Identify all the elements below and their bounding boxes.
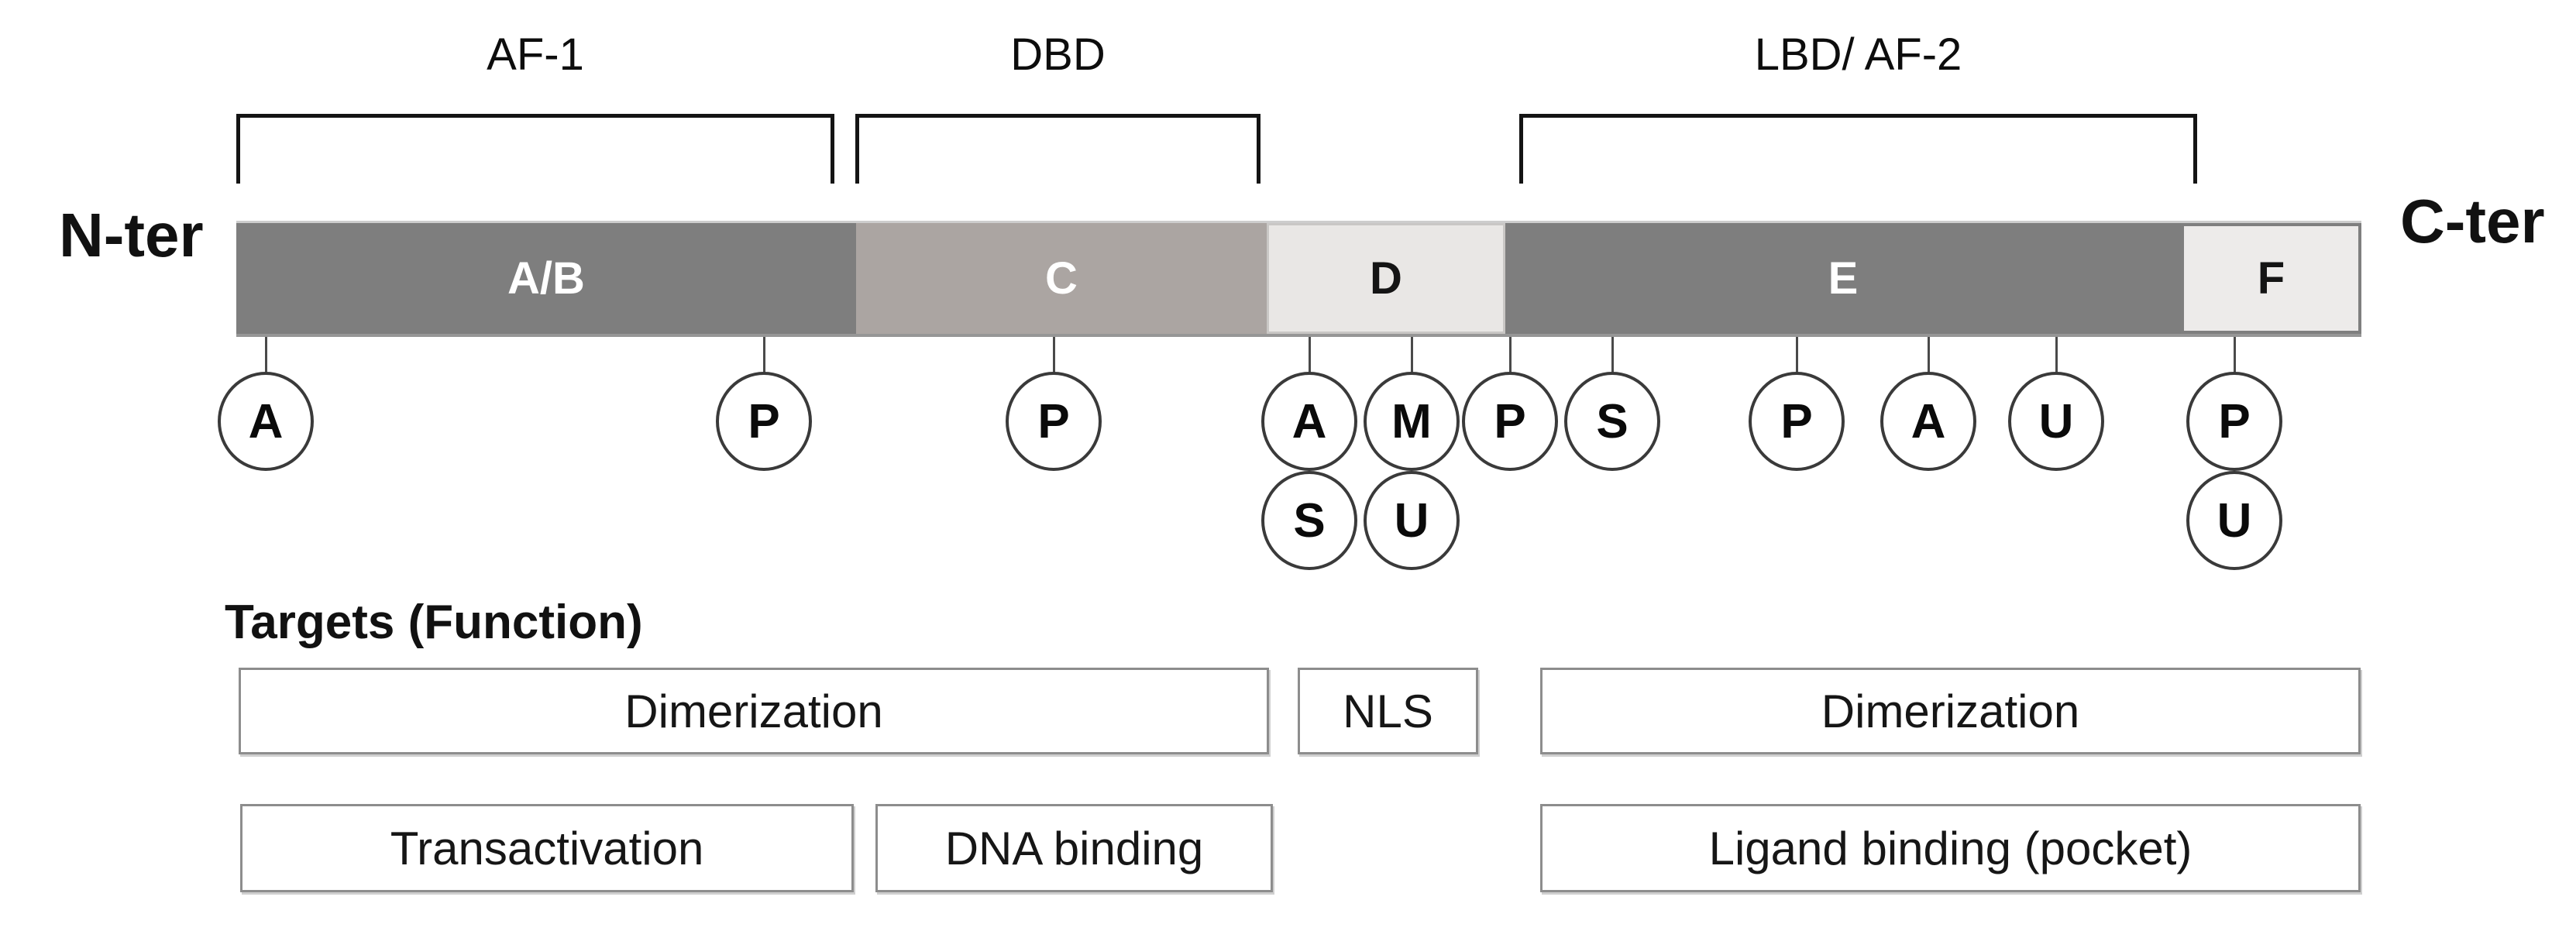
ptm-stem <box>1796 337 1798 373</box>
ptm-stem <box>763 337 765 373</box>
ptm-circle-p: P <box>1462 372 1558 471</box>
ptm-stem <box>1611 337 1614 373</box>
target-box-transactivation: Transactivation <box>240 804 854 892</box>
n-terminus-label: N-ter <box>59 201 204 270</box>
region-bracket-dbd <box>855 114 1260 184</box>
region-bracket-lbd-af2 <box>1519 114 2197 184</box>
ptm-stem <box>1928 337 1930 373</box>
ptm-stem <box>2055 337 2058 373</box>
ptm-stem <box>2234 337 2236 373</box>
ptm-circle-u: U <box>1364 471 1460 570</box>
ptm-circle-m: M <box>1364 372 1460 471</box>
region-label-dbd: DBD <box>1010 29 1106 80</box>
region-bracket-af1 <box>236 114 834 184</box>
ptm-circle-p: P <box>1006 372 1102 471</box>
ptm-circle-u: U <box>2186 471 2282 570</box>
region-label-af1: AF-1 <box>487 29 584 80</box>
ptm-stem <box>265 337 267 373</box>
ptm-circle-u: U <box>2008 372 2104 471</box>
c-terminus-label: C-ter <box>2400 187 2545 256</box>
protein-domain-bar: A/B C D E F <box>236 221 2361 337</box>
ptm-circle-p: P <box>1749 372 1845 471</box>
target-box-dimerization-right: Dimerization <box>1540 668 2361 754</box>
ptm-circle-s: S <box>1261 471 1357 570</box>
domain-c: C <box>856 223 1267 334</box>
target-box-dimerization-left: Dimerization <box>239 668 1269 754</box>
ptm-circle-p: P <box>716 372 812 471</box>
ptm-stem <box>1509 337 1512 373</box>
ptm-circle-s: S <box>1564 372 1660 471</box>
domain-d: D <box>1267 223 1505 334</box>
ptm-circle-a: A <box>218 372 314 471</box>
targets-heading: Targets (Function) <box>225 596 643 649</box>
target-box-dna-binding: DNA binding <box>875 804 1273 892</box>
ptm-stem <box>1309 337 1311 373</box>
domain-e: E <box>1505 223 2181 334</box>
domain-ab: A/B <box>236 223 856 334</box>
ptm-circle-a: A <box>1261 372 1357 471</box>
target-box-nls: NLS <box>1298 668 1478 754</box>
ptm-stem <box>1053 337 1055 373</box>
ptm-circle-a: A <box>1880 372 1976 471</box>
ptm-stem <box>1411 337 1413 373</box>
domain-f: F <box>2181 223 2361 334</box>
ptm-circle-p: P <box>2186 372 2282 471</box>
region-label-lbd-af2: LBD/ AF-2 <box>1754 29 1962 80</box>
target-box-ligand-binding: Ligand binding (pocket) <box>1540 804 2361 892</box>
